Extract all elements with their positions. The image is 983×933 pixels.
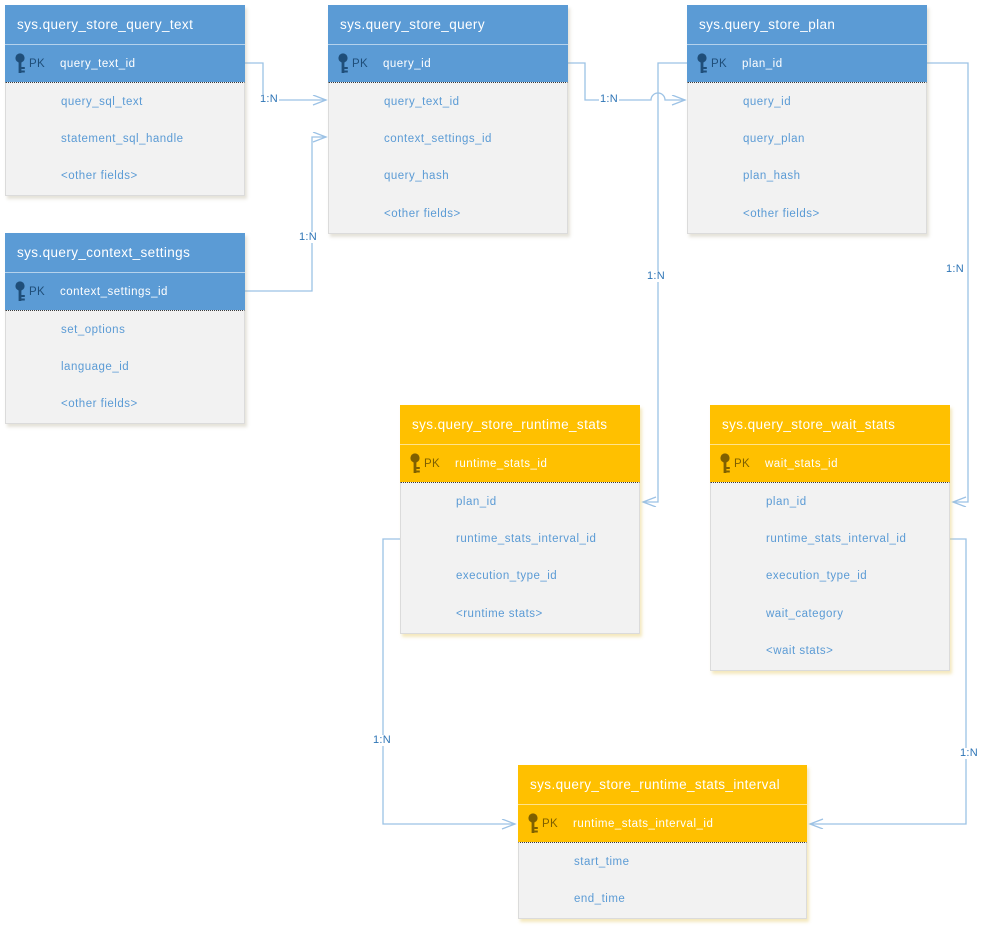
connector-query-to-plan: [568, 62, 685, 100]
primary-key-row: PK runtime_stats_id: [400, 444, 640, 482]
field-row: runtime_stats_interval_id: [456, 533, 597, 546]
field-list: set_options language_id <other fields>: [5, 310, 245, 425]
pk-badge: PK: [5, 280, 60, 303]
connector-contextsettings-to-query: [245, 137, 326, 292]
pk-label: PK: [424, 457, 440, 470]
table-title: sys.query_store_wait_stats: [710, 405, 950, 444]
field-list: start_time end_time: [518, 842, 807, 919]
connector-querytext-to-query: [245, 62, 326, 100]
pk-badge: PK: [328, 52, 383, 75]
field-row: wait_category: [766, 607, 844, 620]
pk-field-name: query_text_id: [60, 57, 136, 70]
pk-badge: PK: [5, 52, 60, 75]
table-query-store-runtime-stats-interval[interactable]: sys.query_store_runtime_stats_interval P…: [518, 765, 807, 919]
field-row: start_time: [574, 855, 630, 868]
key-icon: [528, 812, 538, 833]
pk-label: PK: [352, 57, 368, 70]
key-icon: [15, 280, 25, 301]
key-icon: [15, 52, 25, 73]
connector-plan-to-runtimestats: [643, 62, 687, 502]
pk-label: PK: [711, 57, 727, 70]
table-query-store-runtime-stats[interactable]: sys.query_store_runtime_stats PK runtime…: [400, 405, 640, 634]
field-row: execution_type_id: [456, 570, 558, 583]
field-list: query_id query_plan plan_hash <other fie…: [687, 82, 927, 234]
field-row: <runtime stats>: [456, 607, 543, 620]
cardinality-label: 1:N: [646, 270, 667, 282]
primary-key-row: PK query_text_id: [5, 44, 245, 82]
table-query-store-plan[interactable]: sys.query_store_plan PK plan_id query_id…: [687, 5, 927, 234]
cardinality-label: 1:N: [298, 231, 319, 243]
field-row: <wait stats>: [766, 645, 834, 658]
pk-label: PK: [29, 285, 45, 298]
field-row: context_settings_id: [384, 133, 492, 146]
field-list: query_text_id context_settings_id query_…: [328, 82, 568, 234]
key-icon: [338, 52, 348, 73]
table-query-context-settings[interactable]: sys.query_context_settings PK context_se…: [5, 233, 245, 425]
table-title: sys.query_context_settings: [5, 233, 245, 272]
table-title: sys.query_store_plan: [687, 5, 927, 44]
field-row: query_id: [743, 95, 792, 108]
field-row: query_plan: [743, 133, 805, 146]
field-row: <other fields>: [384, 207, 461, 220]
field-row: plan_id: [766, 495, 807, 508]
cardinality-label: 1:N: [259, 93, 280, 105]
pk-badge: PK: [687, 52, 742, 75]
pk-label: PK: [734, 457, 750, 470]
table-title: sys.query_store_runtime_stats: [400, 405, 640, 444]
pk-field-name: runtime_stats_interval_id: [573, 817, 714, 830]
pk-field-name: query_id: [383, 57, 432, 70]
table-title: sys.query_store_query_text: [5, 5, 245, 44]
field-row: plan_id: [456, 495, 497, 508]
key-icon: [697, 52, 707, 73]
field-row: <other fields>: [743, 207, 820, 220]
primary-key-row: PK query_id: [328, 44, 568, 82]
cardinality-label: 1:N: [372, 734, 393, 746]
field-row: execution_type_id: [766, 570, 868, 583]
pk-field-name: plan_id: [742, 57, 783, 70]
primary-key-row: PK context_settings_id: [5, 272, 245, 310]
pk-field-name: context_settings_id: [60, 285, 168, 298]
primary-key-row: PK wait_stats_id: [710, 444, 950, 482]
field-list: plan_id runtime_stats_interval_id execut…: [710, 482, 950, 671]
pk-badge: PK: [400, 452, 455, 475]
field-row: statement_sql_handle: [61, 133, 184, 146]
pk-badge: PK: [710, 452, 765, 475]
field-row: language_id: [61, 361, 130, 374]
table-query-store-wait-stats[interactable]: sys.query_store_wait_stats PK wait_stats…: [710, 405, 950, 671]
pk-field-name: runtime_stats_id: [455, 457, 548, 470]
field-row: <other fields>: [61, 398, 138, 411]
pk-badge: PK: [518, 812, 573, 835]
primary-key-row: PK plan_id: [687, 44, 927, 82]
field-row: end_time: [574, 893, 626, 906]
primary-key-row: PK runtime_stats_interval_id: [518, 804, 807, 842]
field-row: set_options: [61, 323, 126, 336]
field-list: plan_id runtime_stats_interval_id execut…: [400, 482, 640, 634]
cardinality-label: 1:N: [959, 747, 980, 759]
field-row: query_hash: [384, 170, 450, 183]
table-query-store-query[interactable]: sys.query_store_query PK query_id query_…: [328, 5, 568, 234]
pk-label: PK: [29, 57, 45, 70]
table-title: sys.query_store_query: [328, 5, 568, 44]
field-row: query_text_id: [384, 95, 460, 108]
field-row: plan_hash: [743, 170, 801, 183]
pk-label: PK: [542, 817, 558, 830]
field-row: runtime_stats_interval_id: [766, 533, 907, 546]
table-title: sys.query_store_runtime_stats_interval: [518, 765, 807, 804]
key-icon: [720, 452, 730, 473]
key-icon: [410, 452, 420, 473]
field-row: <other fields>: [61, 170, 138, 183]
table-query-store-query-text[interactable]: sys.query_store_query_text PK query_text…: [5, 5, 245, 197]
field-row: query_sql_text: [61, 95, 143, 108]
field-list: query_sql_text statement_sql_handle <oth…: [5, 82, 245, 197]
cardinality-label: 1:N: [599, 93, 620, 105]
cardinality-label: 1:N: [945, 263, 966, 275]
pk-field-name: wait_stats_id: [765, 457, 838, 470]
